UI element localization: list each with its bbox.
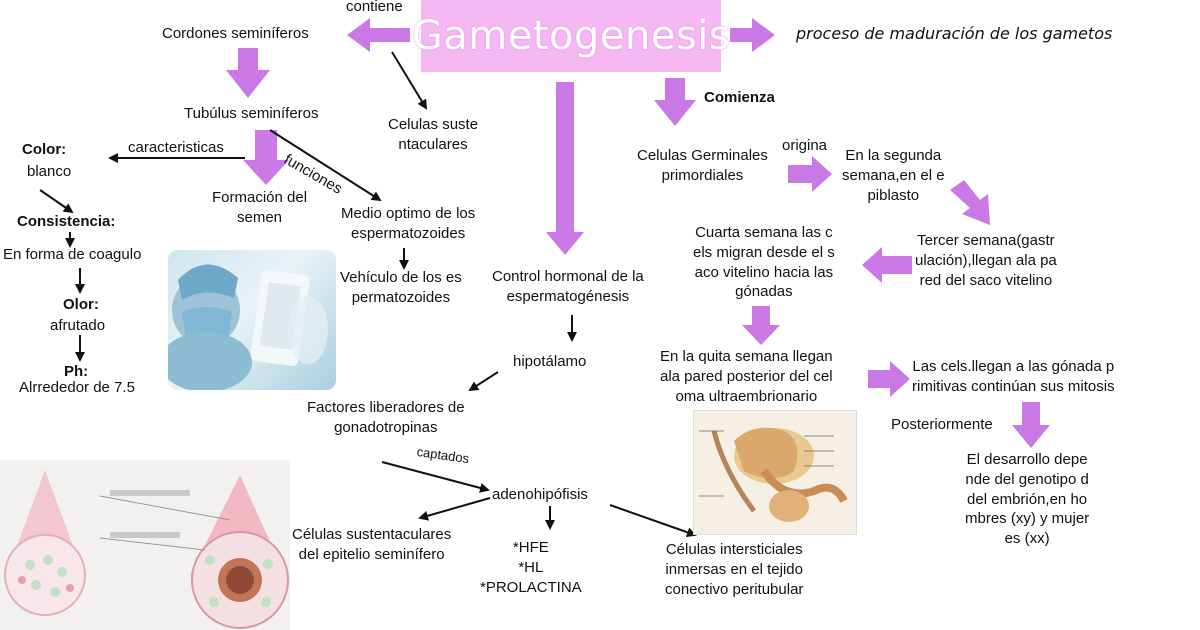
line-adeno-intersticiales [609,504,697,538]
node-formacion-semen: Formación del semen [212,189,308,226]
title-box: Gametogenesis [412,0,730,72]
node-cordones: Cordones seminíferos [162,25,309,42]
line-funciones [269,129,382,202]
label-comienza: Comienza [704,89,775,106]
block-arrow-cuarta [862,247,912,283]
node-llegan-gonadas: Las cels.llegan a las gónada p rimitivas… [912,358,1115,395]
value-ph: Alrrededor de 7.5 [19,379,135,396]
label-ph: Ph: [64,363,89,380]
block-arrow-quinta [742,306,780,345]
label-posteriormente: Posteriormente [891,416,993,433]
seminiferous-tubule-illustration [0,460,290,630]
definition-text: proceso de maduración de los gametos [796,24,1113,43]
node-vehiculo: Vehículo de los es permatozoides [340,269,462,306]
line-hipotalamo-factores [468,371,499,392]
line-color-consistencia [39,189,74,214]
block-arrow-formacion [243,130,289,185]
block-arrow-control [546,82,584,255]
block-arrow-definition [730,18,775,52]
lab-photo-art [168,264,328,390]
node-cuarta-semana: Cuarta semana las c els migran desde el … [693,224,835,301]
block-arrow-desarrollo [1012,402,1050,448]
node-tercer-semana: Tercer semana(gastr ulación),llegan ala … [915,232,1057,289]
block-arrow-comienza [654,78,696,126]
line-adeno-sustentaculares [418,497,491,521]
lab-photo [168,250,336,390]
node-celulas-intersticiales: Células intersticiales inmersas en el te… [665,541,804,598]
tubule-art [4,470,289,629]
value-olor: afrutado [50,317,106,334]
value-color: blanco [27,163,72,180]
node-tubulus: Tubúlus seminíferos [184,105,319,122]
node-factores: Factores liberadores de gonadotropinas [307,399,465,436]
node-control-hormonal: Control hormonal de la espermatogénesis [492,268,644,305]
label-origina: origina [782,137,828,154]
node-hipotalamo: hipotálamo [513,353,587,370]
label-color: Color: [22,141,67,158]
thin-arrows [39,51,697,538]
label-consistencia: Consistencia: [17,213,116,230]
block-arrow-tercer [950,180,990,225]
line-celulas-suste [391,51,428,110]
node-celulas-sustentaculares-epitelio: Células sustentaculares del epitelio sem… [292,526,452,563]
anatomy-art [699,427,848,522]
node-celulas-sustentaculares: Celulas suste ntaculares [388,116,479,153]
node-desarrollo: El desarrollo depe nde del genotipo d de… [965,451,1090,548]
node-segunda-semana: En la segunda semana,en el e piblasto [842,147,945,204]
node-quinta-semana: En la quita semana llegan ala pared post… [660,348,833,405]
value-consistencia: En forma de coagulo [3,246,142,263]
node-medio-optimo: Medio optimo de los espermatozoides [341,205,476,242]
node-adenohipofisis: adenohipófisis [492,486,588,503]
diagram-title: Gametogenesis [411,13,731,59]
line-captados [381,461,490,493]
label-contiene: contiene [346,0,403,15]
label-olor: Olor: [63,296,99,313]
block-arrows [226,18,1050,448]
block-arrow-origina [788,156,832,192]
label-caracteristicas: caracteristicas [128,139,224,156]
node-hormonas: *HFE *HL *PROLACTINA [480,539,582,596]
block-arrow-contiene [347,18,410,52]
male-anatomy-illustration [693,410,857,535]
node-germinales: Celulas Germinales primordiales [637,147,768,184]
block-arrow-tubulus [226,48,270,98]
block-arrow-llegan [868,361,910,397]
